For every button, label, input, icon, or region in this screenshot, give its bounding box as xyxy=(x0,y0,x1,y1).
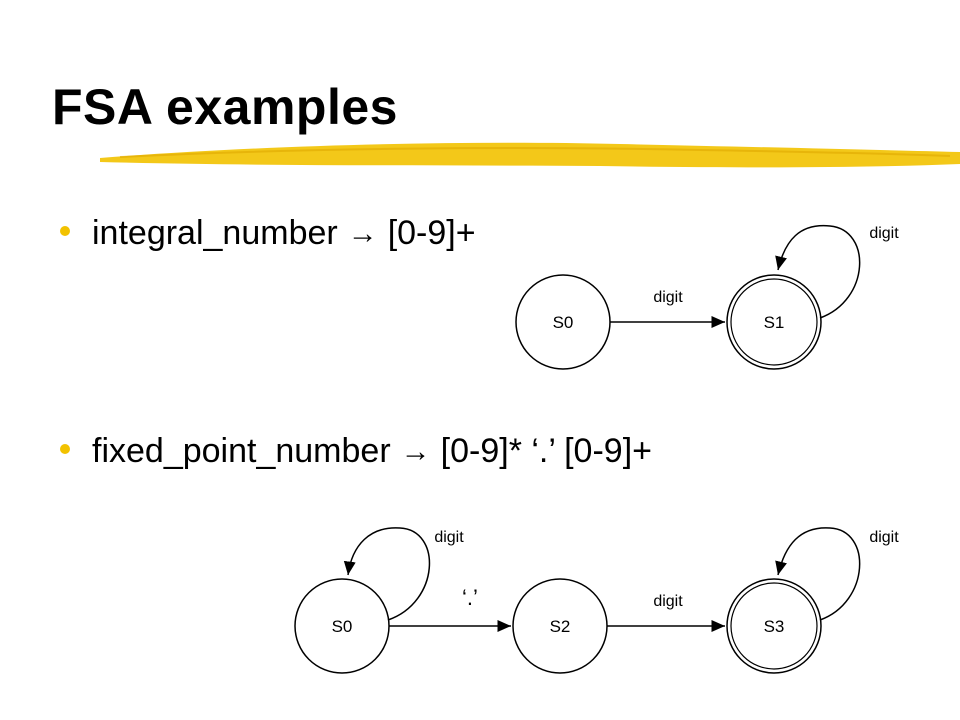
state-label: S1 xyxy=(764,313,785,332)
bullet-integral-number: integral_number → [0-9]+ xyxy=(60,214,476,253)
title-underline-brushstroke xyxy=(100,142,960,168)
bullet-marker xyxy=(60,225,70,236)
state-label: S3 xyxy=(764,617,785,636)
arrow-icon: → xyxy=(400,434,431,468)
edge-label: ‘.’ xyxy=(462,585,478,610)
loop-label: digit xyxy=(869,529,899,546)
loop-label: digit xyxy=(869,225,899,242)
bullet-marker xyxy=(60,443,70,454)
bullet-regex: [0-9]* ‘.’ [0-9]+ xyxy=(440,432,652,470)
state-s1-accepting xyxy=(726,274,822,370)
fsa-fixed-point-number: S0 S2 S3 digit ‘.’ digit digit xyxy=(294,527,899,674)
bullet-regex: [0-9]+ xyxy=(387,214,476,252)
slide-title: FSA examples xyxy=(52,79,398,135)
bullet-term: integral_number xyxy=(92,214,338,252)
state-label: S0 xyxy=(332,617,353,636)
bullet-fixed-point-number: fixed_point_number → [0-9]* ‘.’ [0-9]+ xyxy=(60,432,652,471)
state-s3-accepting-inner xyxy=(730,582,818,670)
self-loop-s0 xyxy=(343,527,431,621)
fsa-integral-number: S0 S1 digit digit xyxy=(515,224,899,370)
self-loop-s1 xyxy=(775,224,861,319)
edge-label: digit xyxy=(653,593,683,610)
self-loop-s3 xyxy=(775,527,861,621)
loop-label: digit xyxy=(434,529,464,546)
state-s1-accepting-inner xyxy=(730,278,818,366)
state-label: S0 xyxy=(553,313,574,332)
edge-label: digit xyxy=(653,289,683,306)
bullet-term: fixed_point_number xyxy=(92,432,391,470)
state-label: S2 xyxy=(550,617,571,636)
arrow-icon: → xyxy=(347,216,378,250)
state-s3-accepting xyxy=(726,578,822,674)
